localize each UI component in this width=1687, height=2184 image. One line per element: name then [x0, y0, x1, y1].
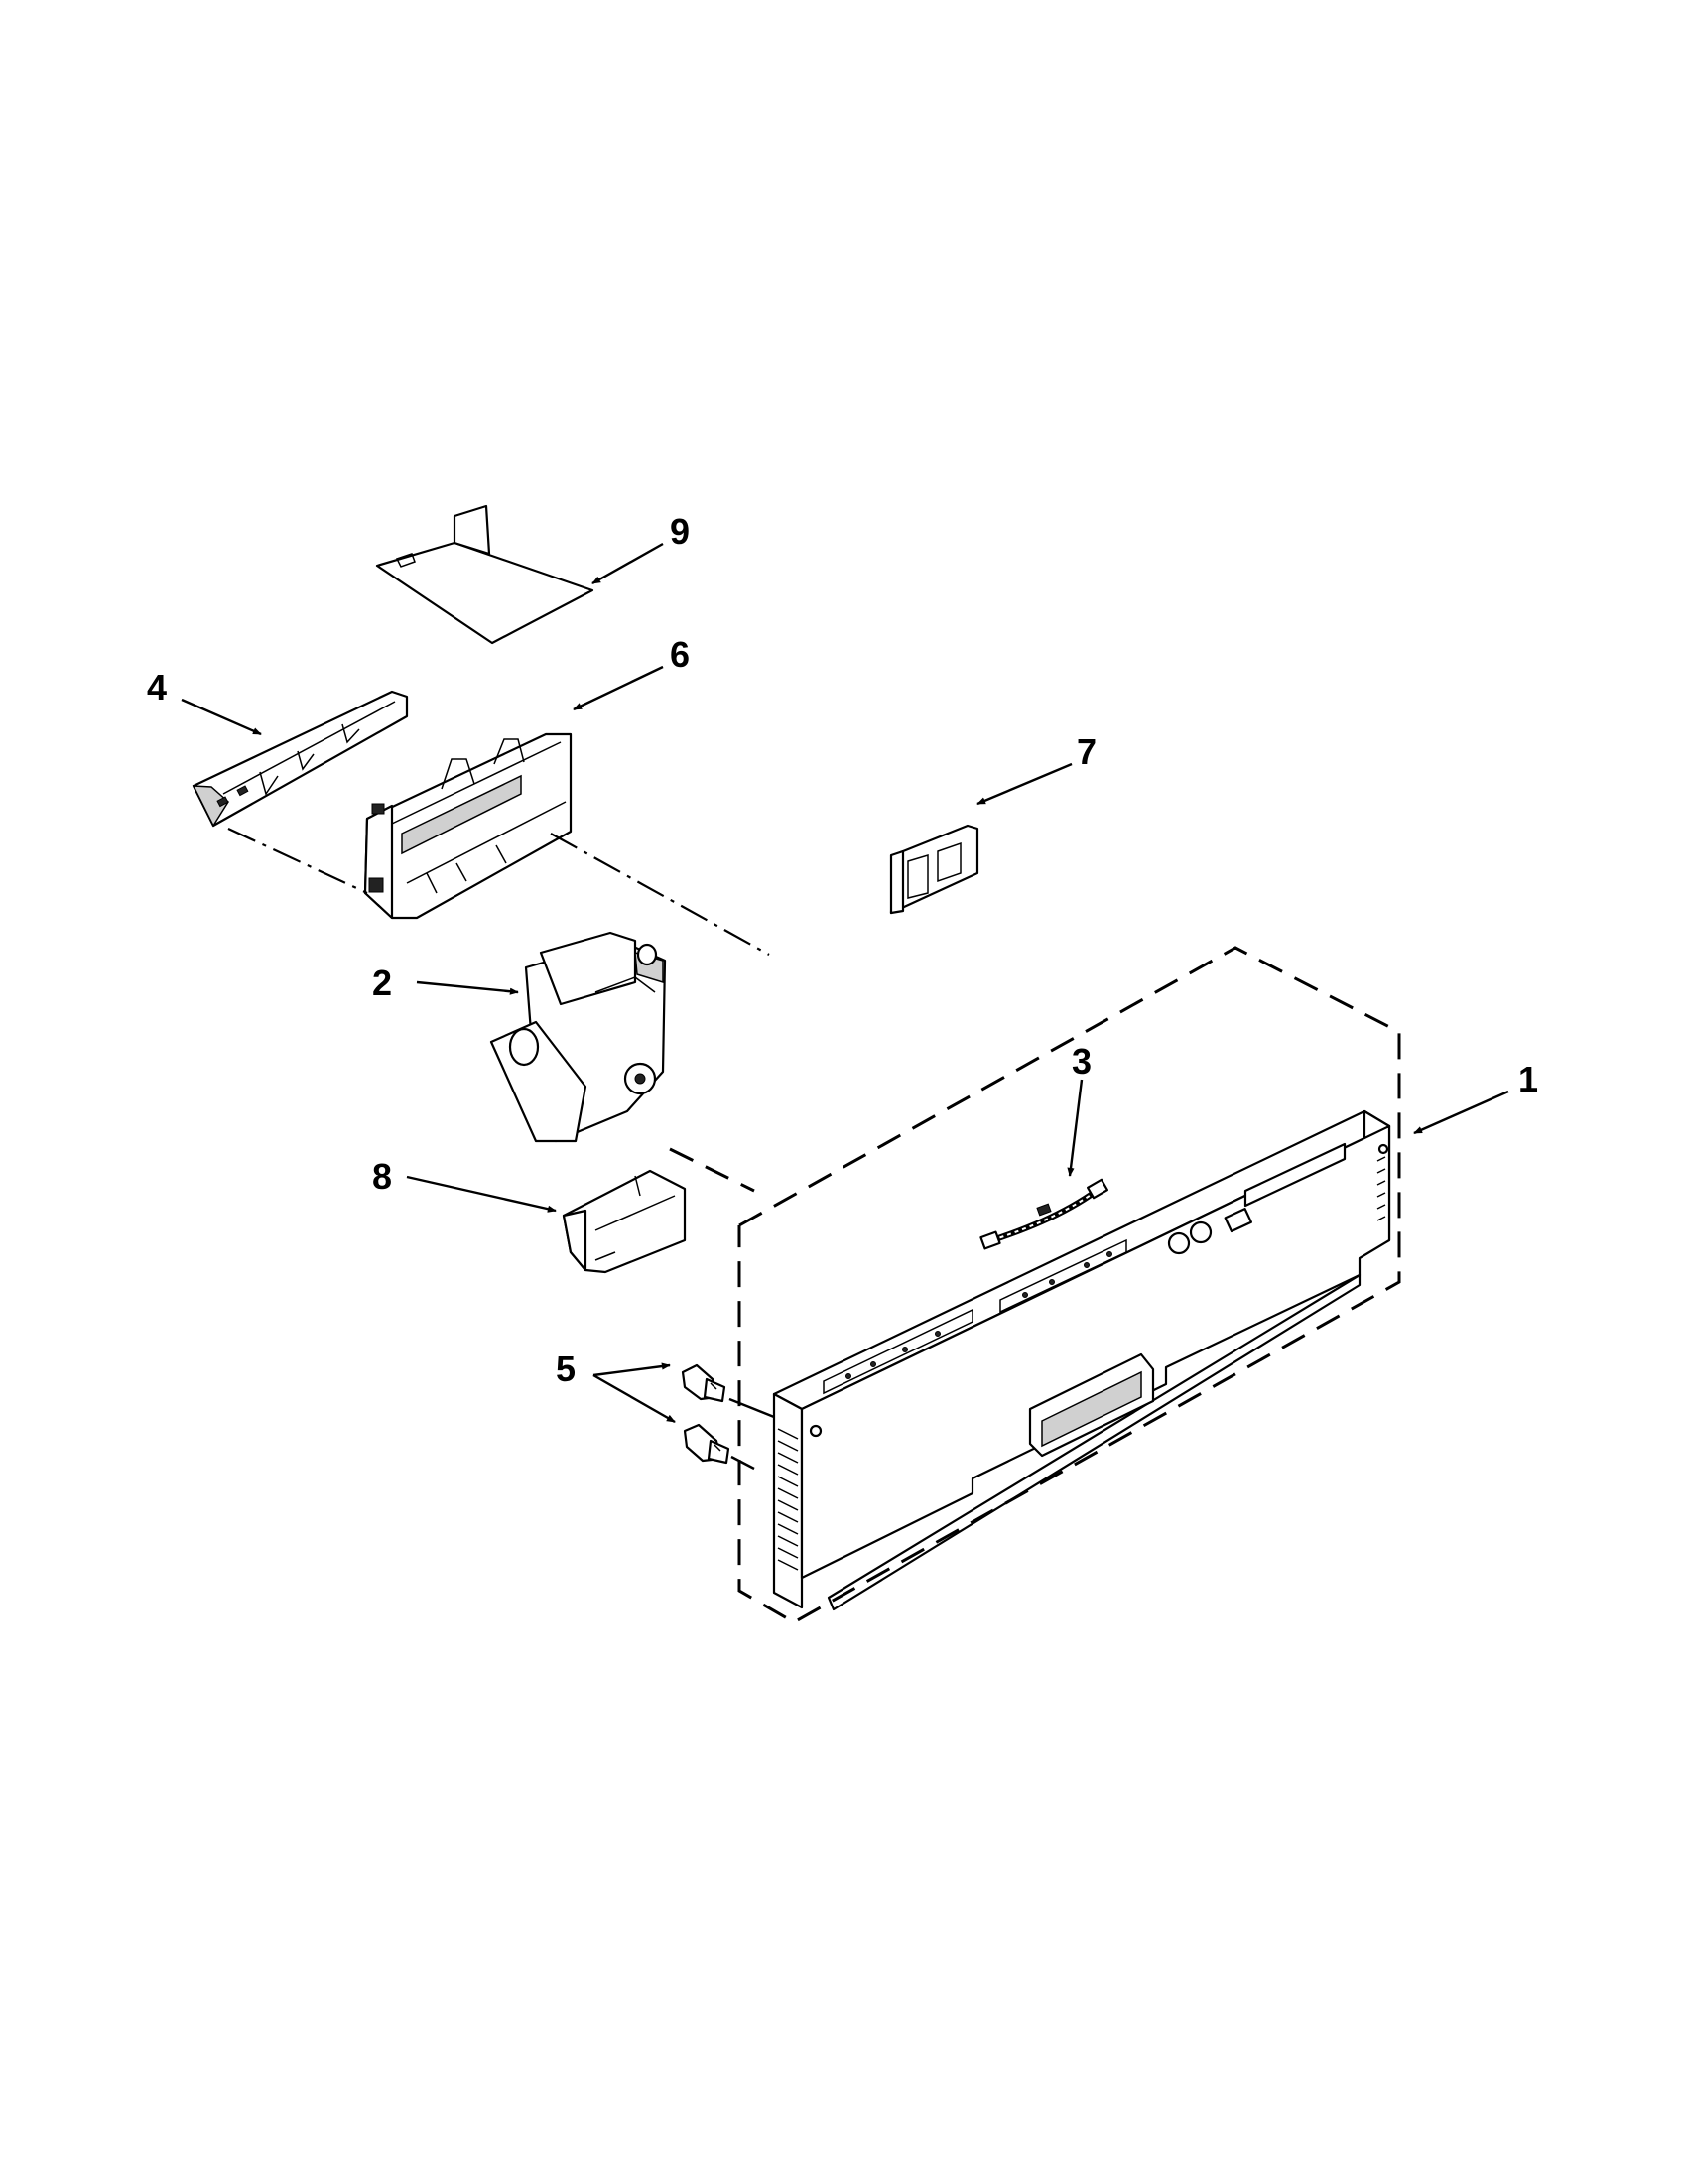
assembly-dash-dot-lines — [227, 828, 770, 956]
callout-7: 7 — [1077, 731, 1097, 772]
callout-2: 2 — [372, 963, 392, 1003]
part-1-console-panel[interactable] — [772, 1109, 1391, 1611]
callout-9: 9 — [670, 511, 690, 552]
callout-3: 3 — [1072, 1041, 1092, 1082]
part-2-assembly[interactable] — [489, 931, 667, 1143]
part-4-bracket[interactable] — [192, 690, 409, 828]
part-5-screws[interactable] — [681, 1363, 730, 1465]
callout-labels: 9 4 6 7 2 3 1 8 5 — [147, 511, 1538, 1389]
callout-6: 6 — [670, 634, 690, 675]
part-8-clip[interactable] — [562, 1169, 687, 1274]
callout-5: 5 — [556, 1349, 576, 1389]
part-6-control-housing[interactable] — [363, 732, 573, 920]
callout-4: 4 — [147, 667, 167, 707]
part-9-shield-sheet[interactable] — [375, 504, 594, 645]
callout-8: 8 — [372, 1156, 392, 1197]
assembly-dashed-outline — [669, 946, 1401, 1624]
screw-lower — [683, 1423, 730, 1465]
part-3-wire-harness[interactable] — [979, 1178, 1109, 1250]
callout-1: 1 — [1518, 1059, 1538, 1099]
panel-vents — [777, 1428, 799, 1571]
screw-upper — [681, 1363, 726, 1403]
part-7-bracket[interactable] — [889, 824, 979, 915]
leader-arrows — [181, 542, 1509, 1424]
